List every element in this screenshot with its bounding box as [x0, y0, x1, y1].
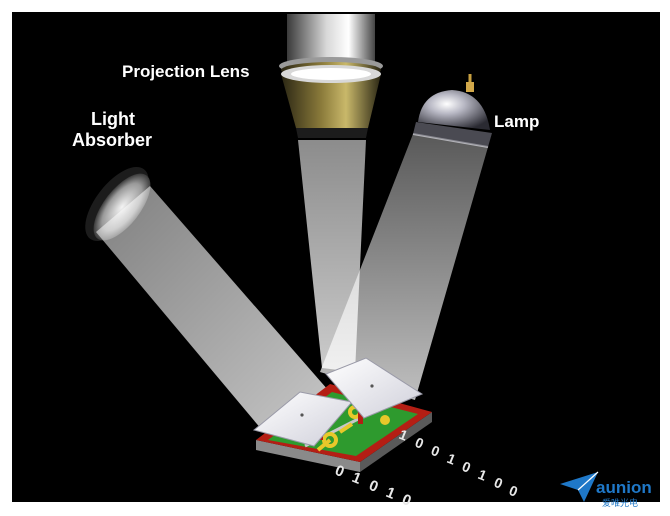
label-light-absorber-line1: Light	[91, 109, 135, 129]
light-beams	[96, 134, 488, 430]
label-lamp: Lamp	[494, 112, 539, 131]
discarded-beam	[96, 186, 335, 430]
logo-subtitle: 爱唯光电	[602, 497, 638, 509]
projection-lens	[279, 14, 383, 138]
projected-beam	[298, 140, 366, 372]
label-light-absorber-line2: Absorber	[72, 130, 152, 150]
paper-plane-icon	[560, 472, 598, 502]
logo-name: aunion	[596, 478, 652, 497]
aunion-logo: aunion 爱唯光电	[560, 471, 652, 509]
label-projection-lens: Projection Lens	[122, 62, 250, 81]
micromirror-right	[325, 357, 424, 419]
dmd-chip	[252, 357, 432, 472]
incident-beam	[320, 134, 488, 400]
